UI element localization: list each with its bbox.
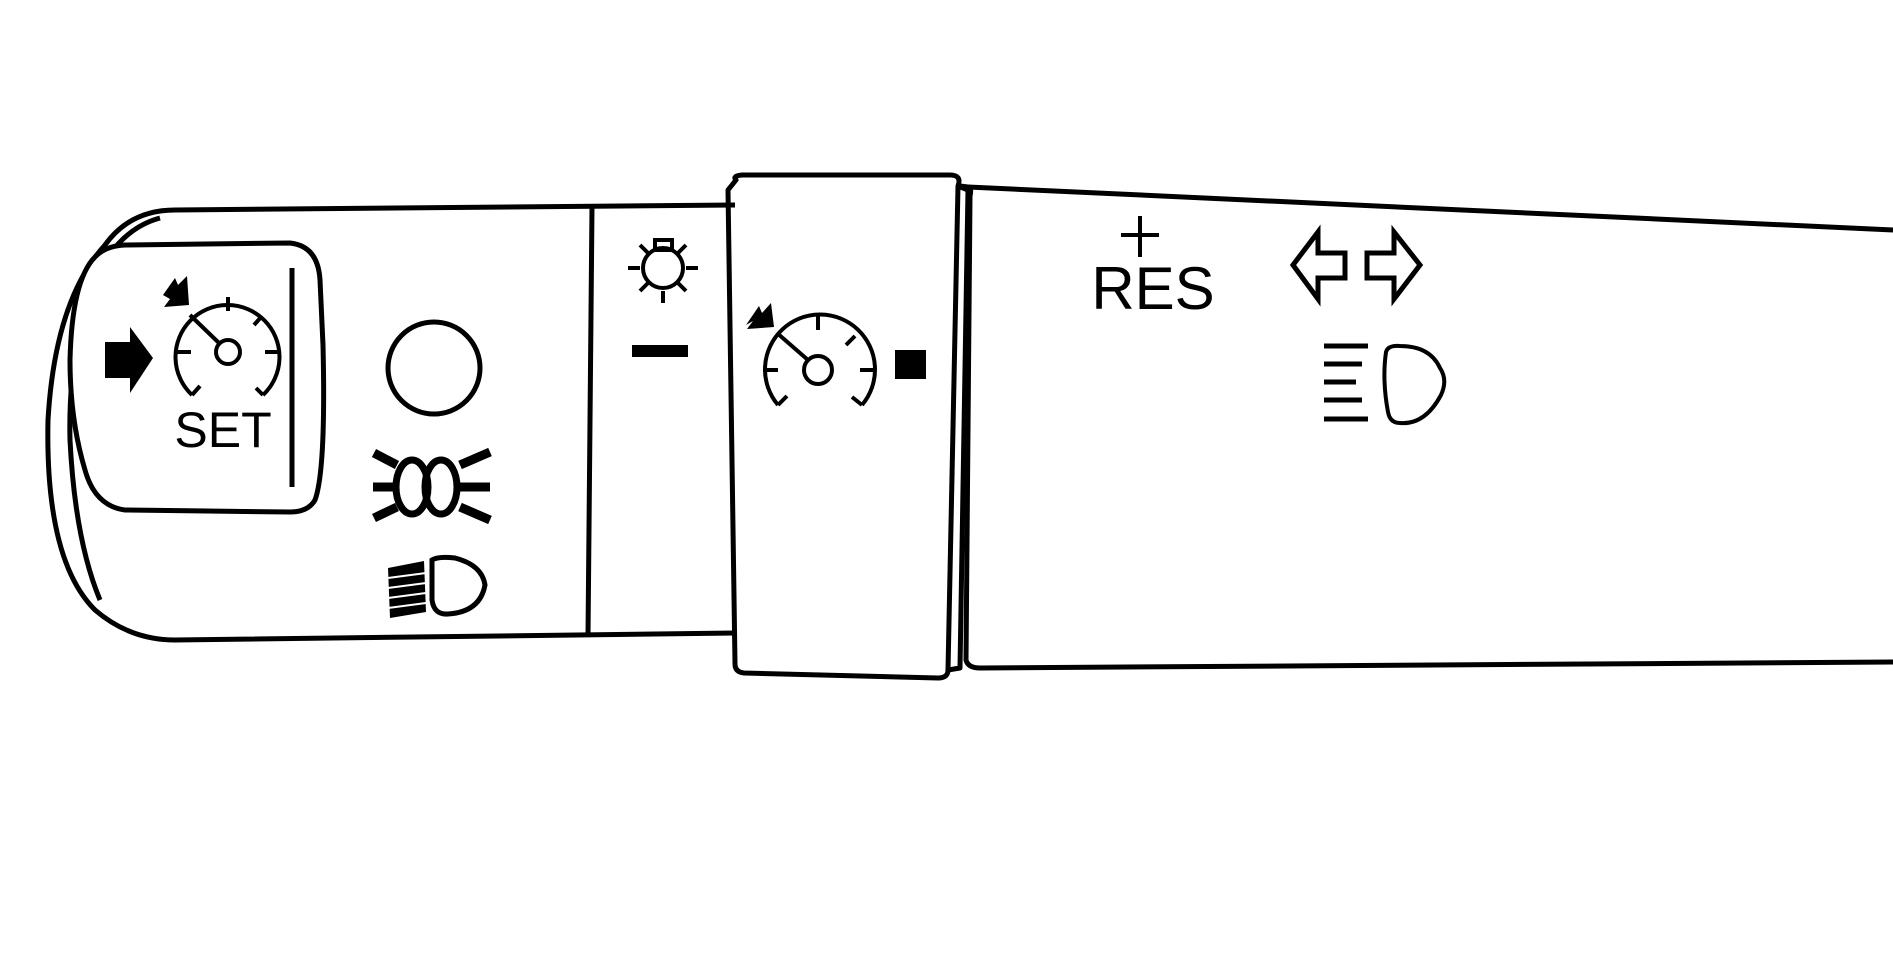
plus-icon [1121, 216, 1159, 257]
low-beam-headlamp-icon [387, 554, 488, 618]
light-selector[interactable] [371, 319, 492, 618]
instrument-band[interactable] [628, 238, 698, 357]
instrument-lamp-icon [628, 238, 698, 303]
cruise-speedometer-icon [173, 297, 282, 397]
on-square-icon [895, 350, 926, 379]
cruise-accel-arrow-icon [163, 276, 189, 307]
turn-left-icon [1289, 224, 1348, 307]
minus-icon [632, 345, 688, 357]
high-beam-icon [1324, 343, 1447, 426]
turn-signal-arrows [1289, 224, 1424, 307]
set-button[interactable]: SET [67, 240, 327, 515]
arrow-right-icon [105, 327, 153, 393]
cruise-speedometer-icon [763, 312, 877, 407]
off-circle-icon [385, 319, 483, 417]
set-label: SET [174, 402, 271, 458]
cruise-ring-icons [746, 303, 926, 407]
turn-right-icon [1364, 224, 1424, 307]
parking-lamps-icon [371, 447, 492, 525]
cruise-ring[interactable] [725, 172, 971, 681]
cruise-accel-arrow-icon [746, 303, 774, 329]
resume-control[interactable]: RES [1091, 216, 1215, 322]
res-label: RES [1091, 255, 1214, 322]
